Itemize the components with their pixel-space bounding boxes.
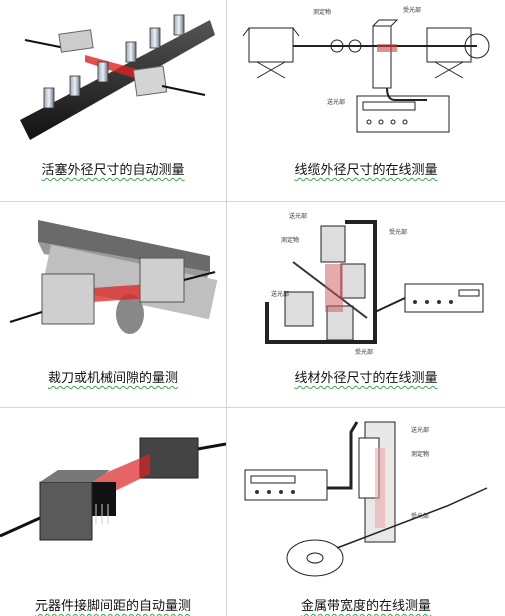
panel-caption: 裁刀或机械间隙的量测 bbox=[47, 371, 178, 386]
svg-text:受光部: 受光部 bbox=[411, 512, 429, 520]
panel-caption: 线缆外径尺寸的在线测量 bbox=[294, 163, 438, 178]
strip-measurement-diagram: 送光部 测定物 受光部 bbox=[244, 421, 488, 577]
panel-caption: 活塞外径尺寸的自动测量 bbox=[41, 163, 185, 178]
svg-text:测定物: 测定物 bbox=[313, 8, 331, 16]
cutter-gap-illustration bbox=[9, 220, 218, 334]
svg-text:送光部: 送光部 bbox=[411, 426, 429, 434]
panel-piston-measurement: 活塞外径尺寸的自动测量 bbox=[0, 0, 226, 201]
svg-text:送光部: 送光部 bbox=[327, 98, 345, 106]
panel-cutter-gap: 裁刀或机械间隙的量测 bbox=[0, 202, 226, 407]
svg-text:受光部: 受光部 bbox=[355, 348, 373, 356]
svg-text:测定物: 测定物 bbox=[281, 236, 299, 244]
panel-cable-measurement: 测定物 受光部 送光部 线缆外径尺寸的在线测量 bbox=[227, 0, 505, 201]
svg-text:送光部: 送光部 bbox=[289, 212, 307, 220]
svg-text:受光部: 受光部 bbox=[403, 6, 421, 14]
panel-wire-measurement: 送光部 测定物 受光部 送光部 受光部 线材外径尺寸的在线测量 bbox=[227, 202, 505, 407]
row-divider-1 bbox=[0, 201, 505, 202]
svg-text:受光部: 受光部 bbox=[389, 228, 407, 236]
panel-caption: 线材外径尺寸的在线测量 bbox=[294, 371, 438, 386]
cable-measurement-diagram: 测定物 受光部 送光部 bbox=[242, 6, 490, 133]
panel-caption: 金属带宽度的在线测量 bbox=[300, 599, 431, 614]
panel-caption: 元器件接脚间距的自动量测 bbox=[34, 599, 191, 614]
svg-text:测定物: 测定物 bbox=[411, 450, 429, 458]
panel-pin-pitch: 元器件接脚间距的自动量测 bbox=[0, 408, 226, 616]
column-divider bbox=[226, 0, 227, 616]
piston-sensor-illustration bbox=[20, 14, 215, 140]
pin-pitch-illustration bbox=[0, 437, 226, 541]
row-divider-2 bbox=[0, 407, 505, 408]
panel-strip-measurement: 送光部 测定物 受光部 金属带宽度的在线测量 bbox=[227, 408, 505, 616]
wire-measurement-diagram: 送光部 测定物 受光部 送光部 受光部 bbox=[265, 212, 484, 356]
svg-text:送光部: 送光部 bbox=[271, 290, 289, 298]
